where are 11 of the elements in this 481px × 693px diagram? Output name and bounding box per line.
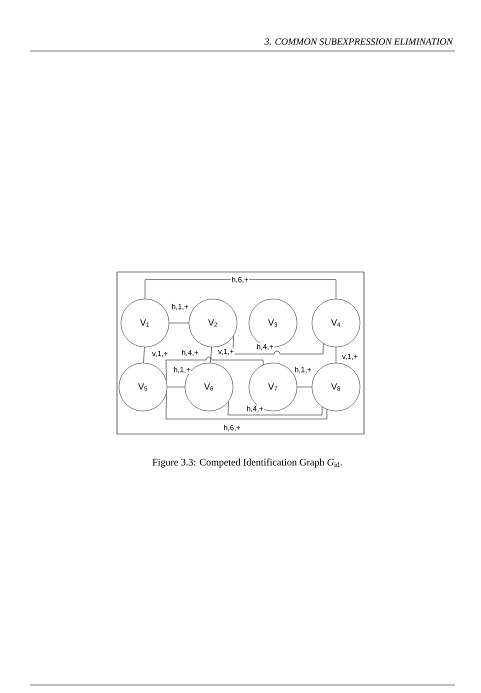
edge-line xyxy=(166,386,186,388)
edge-line xyxy=(296,386,312,388)
edge-line xyxy=(232,336,324,354)
running-header: 3. COMMON SUBEXPRESSION ELIMINATION xyxy=(264,38,454,45)
edge-line xyxy=(144,280,336,300)
edge-line xyxy=(168,322,190,324)
figure-caption: Figure 3.3: Competed Identification Graph G$_{id}$. xyxy=(152,458,342,468)
edge-line xyxy=(228,401,322,416)
edge-line xyxy=(210,346,212,364)
edge-line xyxy=(166,356,264,381)
edge-line xyxy=(166,393,328,420)
